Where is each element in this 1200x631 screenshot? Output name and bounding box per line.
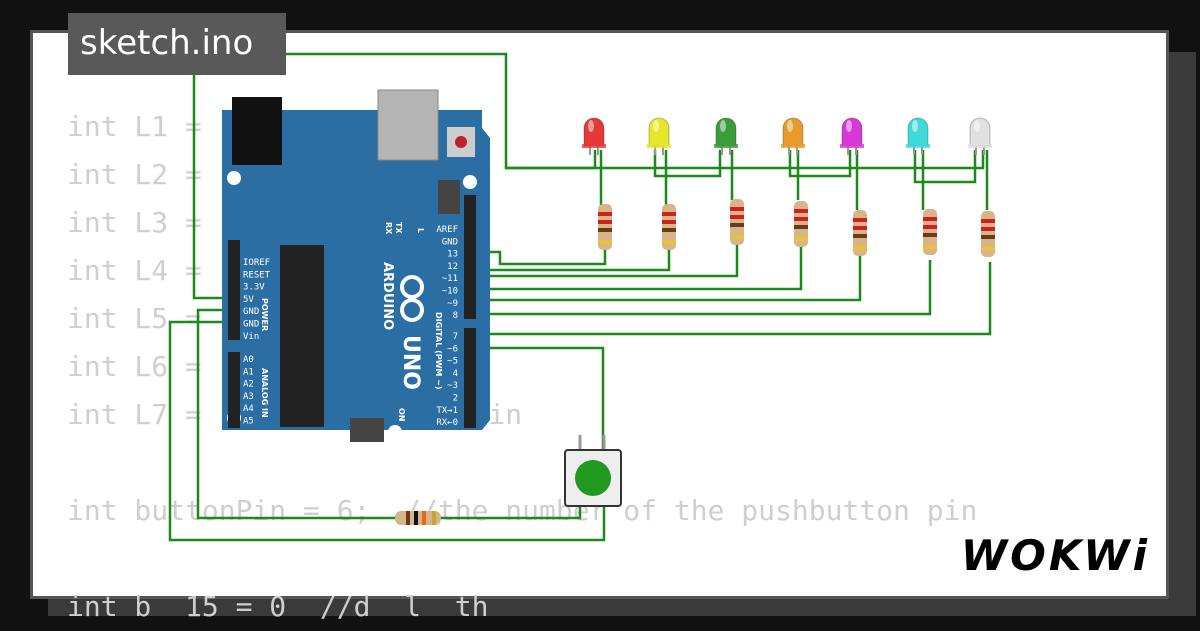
reset-button-cap [455, 136, 467, 148]
pin-label: 3.3V [243, 283, 265, 293]
wire-pin8 [472, 260, 932, 316]
pin-label: IOREF [243, 258, 270, 268]
pushbutton[interactable] [564, 435, 622, 507]
resistor-row [598, 199, 995, 257]
pin-label: A1 [243, 367, 254, 377]
sketch-title: sketch.ino [68, 13, 286, 75]
wire-pin13 [472, 250, 607, 266]
pin-label: 12 [447, 262, 458, 272]
usb-port [377, 89, 439, 161]
pin-label: A5 [243, 417, 254, 427]
analog-in-label: ANALOG IN [260, 368, 269, 418]
arduino-logo [400, 275, 424, 322]
icsp-header [438, 180, 460, 214]
wire-5v-button [168, 320, 606, 542]
resistor [923, 209, 937, 255]
wokwi-logo: WOKWi [960, 531, 1150, 580]
pin-label: AREF [436, 225, 458, 235]
resistor [730, 199, 744, 245]
led-orange[interactable] [781, 117, 805, 155]
led-cyan[interactable] [906, 117, 930, 155]
pin-label: 5V [243, 295, 254, 305]
digital-pin-labels-top: AREF GND 13 12 ~11 ~10 ~9 8 [436, 225, 458, 321]
atmega-chip [280, 245, 324, 427]
resistor [853, 210, 867, 256]
pin-label: ~3 [447, 381, 458, 391]
power-pin-labels: IOREF RESET 3.3V 5V GND GND Vin [243, 258, 271, 342]
wire-led-common-bus [506, 150, 985, 170]
resistor [662, 204, 676, 250]
led-yellow[interactable] [647, 117, 671, 155]
wire-led-cathode-2-3 [653, 150, 722, 178]
led-green[interactable] [714, 117, 738, 155]
pin-label: Vin [243, 332, 259, 342]
resistor [598, 204, 612, 250]
wire-pin11 [472, 245, 739, 278]
wire-pin10 [472, 245, 803, 291]
pin-label: 8 [453, 311, 458, 321]
mount-hole [227, 171, 241, 185]
mount-hole [388, 425, 402, 439]
icsp-header-2 [350, 418, 384, 442]
pin-label: RESET [243, 270, 271, 280]
pin-label: A2 [243, 380, 254, 390]
wire-led-cathode-4-5 [788, 150, 852, 178]
pin-label: 13 [447, 250, 458, 260]
pin-label: 2 [453, 394, 458, 404]
led-magenta[interactable] [840, 117, 864, 155]
pin-label: RX←0 [436, 418, 458, 428]
wire-resistor-button [438, 505, 582, 520]
pin-label: A3 [243, 392, 254, 402]
wire-led-cathode-6-7 [913, 150, 977, 184]
pin-label: A4 [243, 404, 254, 414]
button-resistor [395, 511, 441, 525]
resistor [981, 211, 995, 257]
pin-label: GND [243, 307, 259, 317]
pin-label: ~6 [447, 344, 458, 354]
digital-header-top [464, 195, 476, 319]
on-label: ON [397, 408, 406, 422]
digital-header-bottom [464, 328, 476, 428]
wire-gnd-resistor [196, 308, 400, 520]
board-model: UNO [398, 335, 423, 390]
led-white[interactable] [968, 117, 992, 155]
power-jack [232, 97, 282, 165]
resistor [794, 201, 808, 247]
tx-label: TX [394, 222, 403, 234]
wire-pin6-button [472, 346, 605, 450]
wire-pin7 [472, 262, 992, 336]
pin-label: TX→1 [436, 406, 458, 416]
pin-label: 4 [453, 369, 458, 379]
pin-label: ~5 [447, 357, 458, 367]
power-label: POWER [260, 298, 269, 331]
pin-label: A0 [243, 355, 254, 365]
rx-label: RX [384, 222, 393, 235]
wires [168, 52, 992, 542]
pin-label: ~9 [447, 299, 458, 309]
pin-label: GND [243, 320, 259, 330]
digital-label: DIGITAL (PWM ~) [434, 312, 443, 390]
pin-label: ~10 [442, 287, 458, 297]
led-red[interactable] [582, 117, 606, 155]
pushbutton-cap[interactable] [575, 460, 611, 496]
analog-header [228, 352, 240, 428]
wire-pin9 [472, 255, 862, 302]
board-brand: ARDUINO [380, 262, 395, 330]
power-header [228, 240, 240, 340]
wire-pin12 [472, 250, 671, 272]
pin-label: 7 [453, 332, 458, 342]
pin-label: GND [442, 237, 458, 247]
mount-hole [463, 175, 477, 189]
l-label: L [416, 228, 425, 233]
pin-label: ~11 [442, 274, 458, 284]
led-row [582, 117, 992, 155]
